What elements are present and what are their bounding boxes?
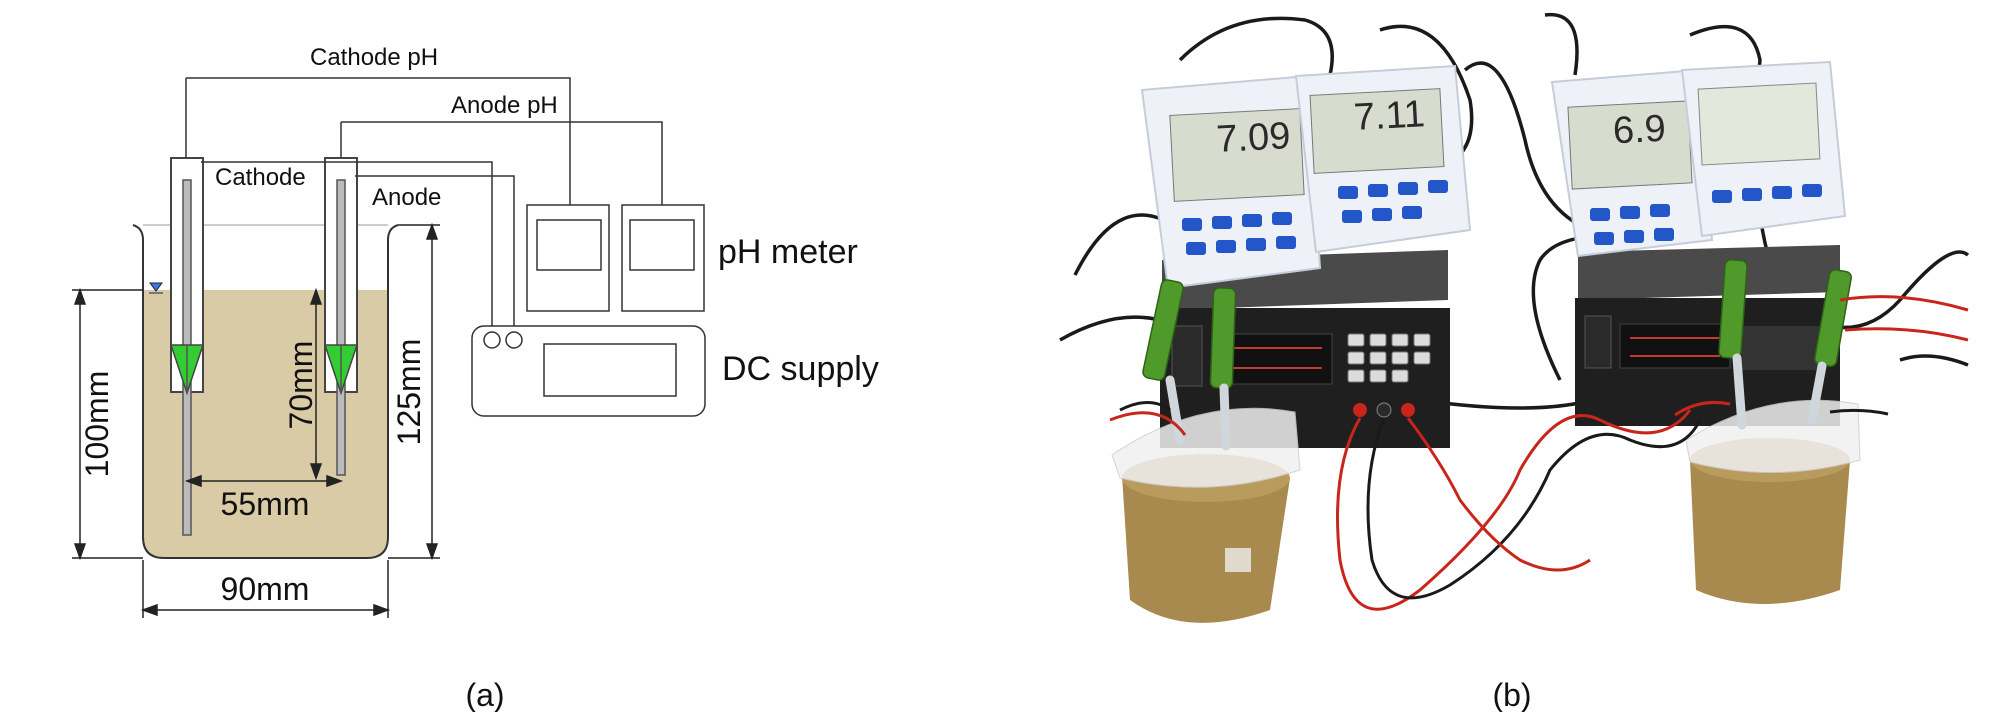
dc-terminal-2 bbox=[505, 331, 523, 349]
anode-dc-wire bbox=[355, 175, 515, 332]
meter-3-reading: 6.9 bbox=[1612, 108, 1667, 153]
beaker-width-dimension-label: 90mm bbox=[221, 571, 310, 607]
dimension-lines bbox=[72, 222, 440, 618]
panel-a-schematic: Cathode pH Anode pH Cathode Anode pH met… bbox=[72, 44, 879, 712]
cathode-ph-wire bbox=[186, 77, 571, 205]
panel-b-photo: 7.09 7.11 6.9 bbox=[1059, 10, 1970, 712]
dc-terminal-1 bbox=[483, 331, 501, 349]
meter-2-reading: 7.11 bbox=[1353, 93, 1426, 139]
panel-b-caption: (b) bbox=[1492, 677, 1531, 712]
cathode-electrode bbox=[169, 78, 205, 536]
cathode-dc-wire bbox=[201, 161, 493, 332]
meter-1-reading: 7.09 bbox=[1215, 115, 1291, 161]
dc-supply-label: DC supply bbox=[722, 350, 879, 388]
beaker-outline bbox=[132, 224, 399, 559]
anode-ph-wire bbox=[341, 121, 663, 205]
beaker-height-dimension-label: 125mm bbox=[391, 339, 427, 446]
wiring bbox=[186, 77, 663, 332]
photo-ph-meter-2: 7.11 bbox=[1294, 64, 1472, 254]
anode-ph-label: Anode pH bbox=[451, 92, 558, 119]
cathode-label: Cathode bbox=[215, 164, 306, 191]
water-level-marker-icon bbox=[149, 282, 163, 294]
electrode-depth-dimension-label: 70mm bbox=[283, 341, 319, 430]
panel-a-caption: (a) bbox=[465, 677, 504, 712]
photo-beaker-1 bbox=[1111, 407, 1301, 623]
photo-beaker-2 bbox=[1685, 399, 1861, 604]
ph-meter-1 bbox=[526, 204, 610, 312]
photo-ph-meter-4 bbox=[1680, 60, 1847, 238]
photo-ph-meter-3: 6.9 bbox=[1550, 68, 1714, 258]
anode-label: Anode bbox=[372, 184, 441, 211]
photo-ph-probes bbox=[1142, 259, 1852, 451]
soil-depth-dimension-label: 100mm bbox=[79, 371, 115, 478]
ph-meter-label: pH meter bbox=[718, 233, 858, 271]
dc-power-supply-2 bbox=[1575, 245, 1840, 426]
photo-lead-wires bbox=[1109, 295, 1969, 611]
ph-meter-2 bbox=[621, 204, 705, 312]
photo-ph-meter-1: 7.09 bbox=[1140, 74, 1322, 290]
cathode-ph-label: Cathode pH bbox=[310, 44, 438, 71]
anode-electrode bbox=[323, 122, 359, 476]
electrode-spacing-dimension-label: 55mm bbox=[221, 486, 310, 522]
dc-supply-box bbox=[471, 325, 706, 417]
